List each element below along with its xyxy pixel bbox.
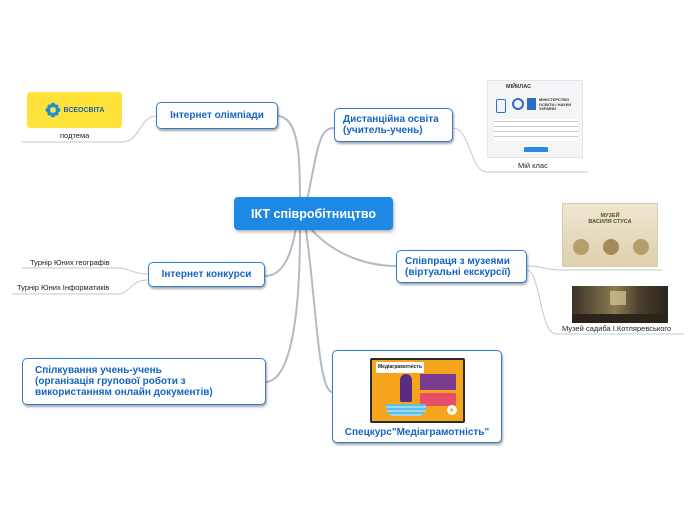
central-topic[interactable]: ІКТ співробітництво [234, 197, 393, 230]
connector-museums-sub1 [526, 265, 662, 271]
connector-media [305, 229, 333, 393]
connector-olympiads-sub [22, 115, 157, 143]
exhibit-circle-1 [573, 239, 589, 255]
room-floor-decoration [572, 314, 668, 323]
olympiads-subtopic[interactable]: подтема [60, 131, 90, 140]
flower-icon [45, 102, 60, 118]
water-waves [386, 404, 426, 416]
exhibit-circle-2 [603, 239, 619, 255]
ministry-e-icon [527, 98, 536, 110]
ministry-text: МІНІСТЕРСТВО ОСВІТИ І НАУКИ УКРАЇНИ [539, 97, 572, 111]
connector-distance-sub [452, 127, 588, 173]
node-student-communication[interactable]: Спілкування учень-учень (організація гру… [22, 358, 266, 405]
node-label: Спілкування учень-учень (організація гру… [35, 365, 213, 398]
vseosvita-logo-image: ВСЕОСВІТА [27, 92, 122, 128]
node-label: Дистанційна освіта (учитель-учень) [343, 114, 439, 136]
node-label: Інтернет конкурси [161, 269, 252, 280]
node-label: Співпраця з музеями (віртуальні екскурсі… [405, 255, 511, 278]
connector-distance [304, 127, 335, 211]
miyklas-screenshot-image: МІЙКЛАС МІНІСТЕРСТВО ОСВІТИ І НАУКИ УКРА… [487, 80, 583, 158]
contest-item-informatics[interactable]: Турнір Юних Інформатиків [17, 283, 110, 292]
ministry-o-icon [512, 98, 524, 110]
node-distance-education[interactable]: Дистанційна освіта (учитель-учень) [334, 108, 453, 142]
thumb-title: Медіаграмотність [376, 362, 424, 373]
play-icon[interactable] [447, 405, 457, 415]
connector-museums-sub2 [526, 269, 684, 335]
connector-communication [265, 229, 301, 383]
login-button-decoration [524, 147, 548, 152]
node-internet-contests[interactable]: Інтернет конкурси [148, 262, 265, 287]
node-museum-cooperation[interactable]: Співпраця з музеями (віртуальні екскурсі… [396, 250, 527, 283]
screen-panel [420, 374, 456, 390]
connector-contests-item2 [12, 279, 149, 295]
connector-museums [309, 227, 397, 267]
device-panel [420, 393, 456, 406]
node-label: Спецкурс"Медіаграмотність" [344, 427, 490, 438]
node-label: Інтернет олімпіади [170, 110, 264, 121]
miyklas-brand: МІЙКЛАС [506, 84, 532, 90]
node-internet-olympiads[interactable]: Інтернет олімпіади [156, 102, 278, 129]
connector-olympiads [277, 115, 301, 211]
distance-subtopic[interactable]: Мій клас [518, 161, 548, 170]
text-lines-decoration [494, 119, 578, 141]
room-window-decoration [610, 291, 626, 305]
connector-contests-item1 [22, 267, 149, 275]
media-literacy-video-image: Медіаграмотність [370, 358, 465, 423]
connector-contests [264, 227, 297, 277]
logo-text: ВСЕОСВІТА [63, 106, 105, 114]
stus-museum-image: МУЗЕЙ ВАСИЛЯ СТУСА [562, 203, 658, 267]
contest-item-geographers[interactable]: Турнір Юних географів [30, 258, 110, 267]
museum-subtopic-kotliarevsky[interactable]: Музей садиба І.Котляревського [562, 324, 672, 333]
node-media-literacy-course[interactable]: Медіаграмотність Спецкурс"Медіаграмотніс… [332, 350, 502, 443]
exhibit-circle-3 [633, 239, 649, 255]
ukraine-trident-icon [496, 99, 506, 113]
museum-title: МУЗЕЙ ВАСИЛЯ СТУСА [588, 213, 632, 225]
kotliarevsky-museum-image [572, 286, 668, 323]
person-figure [400, 374, 412, 402]
